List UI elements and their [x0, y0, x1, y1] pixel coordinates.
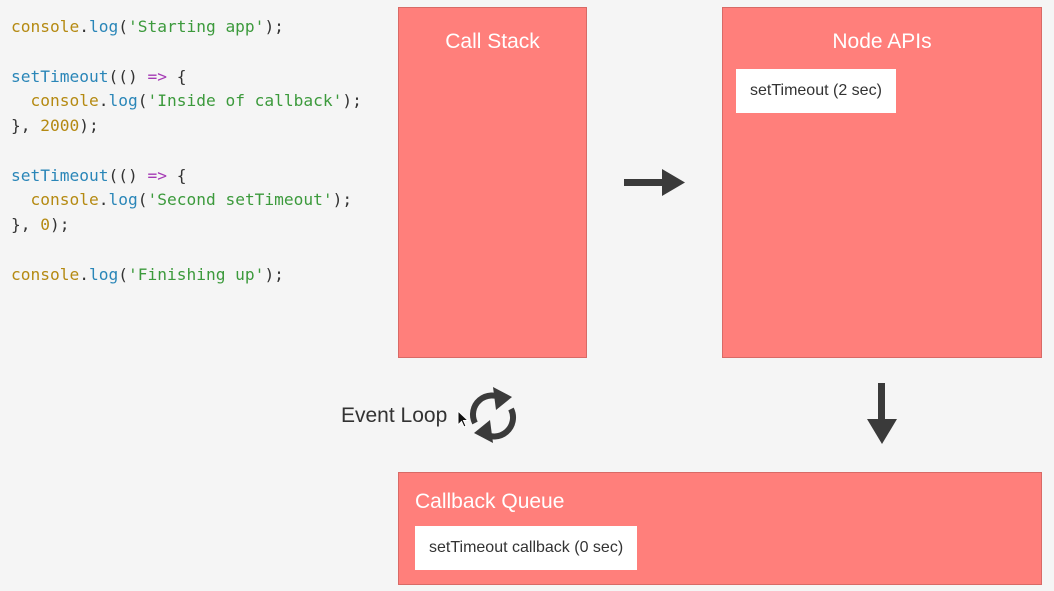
code-token: ( — [137, 91, 148, 111]
code-token: (() — [108, 165, 148, 185]
code-token: 'Finishing up' — [127, 264, 265, 284]
call-stack-box: Call Stack — [398, 7, 587, 358]
code-token: ); — [332, 190, 353, 210]
code-token: }, — [11, 116, 41, 135]
node-apis-title: Node APIs — [832, 30, 932, 53]
code-token: (() — [108, 66, 148, 86]
code-token: 2000 — [40, 116, 80, 135]
code-line: console.log('Finishing up'); — [11, 263, 362, 288]
callback-queue-box: Callback Queue setTimeout callback (0 se… — [398, 472, 1042, 585]
code-token: 'Second setTimeout' — [147, 190, 333, 210]
code-line: console.log('Starting app'); — [11, 15, 362, 40]
code-token: }, — [11, 215, 41, 234]
code-line — [11, 139, 362, 164]
code-token: { — [166, 66, 187, 86]
code-line: setTimeout(() => { — [11, 65, 362, 90]
callback-queue-item: setTimeout callback (0 sec) — [415, 526, 638, 570]
code-line: console.log('Inside of callback'); — [11, 89, 362, 114]
code-token: ); — [50, 215, 70, 234]
code-token: log — [88, 264, 119, 284]
code-token: ); — [264, 264, 284, 284]
arrow-right-icon — [624, 169, 685, 196]
code-line — [11, 40, 362, 65]
node-apis-box: Node APIs setTimeout (2 sec) — [722, 7, 1042, 358]
code-token: 'Inside of callback' — [147, 91, 343, 111]
code-token: log — [88, 17, 119, 36]
code-token: 0 — [40, 215, 50, 234]
arrow-down-icon — [867, 383, 897, 444]
code-line: }, 0); — [11, 213, 362, 238]
code-token: . — [79, 264, 89, 284]
code-token: setTimeout — [11, 66, 109, 86]
code-snippet: console.log('Starting app'); setTimeout(… — [11, 15, 362, 287]
code-token: console — [30, 190, 99, 210]
code-token: ( — [137, 190, 148, 210]
code-token: . — [98, 91, 109, 111]
code-token: { — [166, 165, 187, 185]
code-line — [11, 238, 362, 263]
callback-queue-title: Callback Queue — [415, 490, 565, 513]
code-token: ( — [118, 17, 128, 36]
code-token: console — [11, 17, 80, 36]
code-token: console — [30, 91, 99, 111]
code-token: console — [11, 264, 80, 284]
code-line: console.log('Second setTimeout'); — [11, 188, 362, 213]
code-token: ); — [264, 17, 284, 36]
code-token: . — [98, 190, 109, 210]
code-token: log — [108, 190, 138, 210]
cursor-icon — [457, 410, 470, 428]
code-token: => — [147, 165, 167, 185]
code-token: setTimeout — [11, 165, 109, 185]
code-token: ( — [118, 264, 128, 284]
code-token: ); — [342, 91, 362, 111]
code-token: ); — [79, 116, 99, 135]
node-api-item: setTimeout (2 sec) — [736, 69, 896, 113]
refresh-icon — [470, 387, 516, 443]
code-line: }, 2000); — [11, 114, 362, 139]
code-token: => — [147, 66, 167, 86]
code-token: . — [79, 17, 89, 36]
code-line: setTimeout(() => { — [11, 164, 362, 189]
code-token: 'Starting app' — [127, 17, 265, 36]
call-stack-title: Call Stack — [445, 30, 540, 53]
code-token — [11, 91, 31, 110]
event-loop-label: Event Loop — [341, 404, 448, 427]
code-token — [11, 190, 31, 209]
code-token: log — [108, 91, 138, 111]
